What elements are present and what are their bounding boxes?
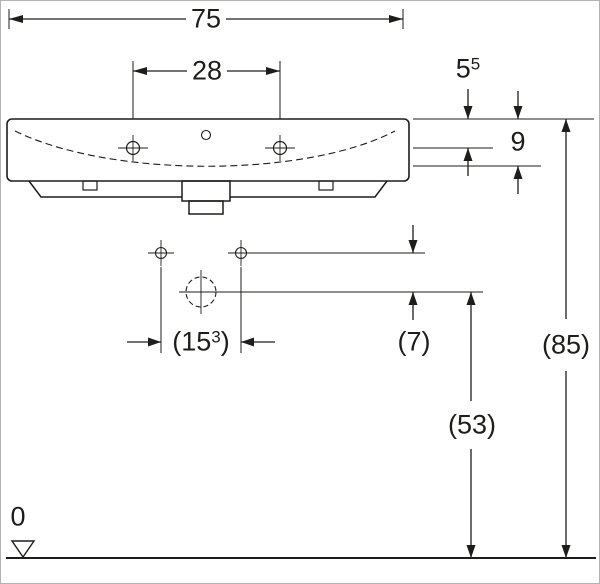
floor-datum <box>6 540 596 559</box>
basin-front-view <box>6 118 410 215</box>
basin-apron <box>28 180 388 198</box>
overflow-hole <box>200 129 212 141</box>
tap-hole-left <box>118 135 148 161</box>
fixing-lug-left <box>82 180 98 191</box>
dim-tap-distance: 28 <box>186 57 228 85</box>
fixing-hole-left <box>148 240 174 266</box>
dim-overall-width: 75 <box>185 5 227 33</box>
dim-bowl-depth: 9 <box>505 128 531 156</box>
drain-trap <box>181 180 231 215</box>
dim-drain-height: (53) <box>442 411 502 439</box>
fixing-hole-right <box>228 240 254 266</box>
fixing-lug-right <box>318 180 334 191</box>
dim-fixing-distance: (153) <box>167 328 235 356</box>
tap-hole-right <box>265 135 295 161</box>
dim-fixing-to-drain: (7) <box>392 328 436 356</box>
drain-hole <box>179 270 223 314</box>
fixing-layout-view <box>148 240 254 314</box>
arrowheads <box>9 15 571 558</box>
dimension-lines <box>8 9 594 558</box>
dim-overall-height: (85) <box>536 331 596 359</box>
datum-zero-label: 0 <box>8 501 28 532</box>
dim-rim-to-tap: 55 <box>450 55 486 83</box>
datum-triangle-icon <box>10 540 36 559</box>
